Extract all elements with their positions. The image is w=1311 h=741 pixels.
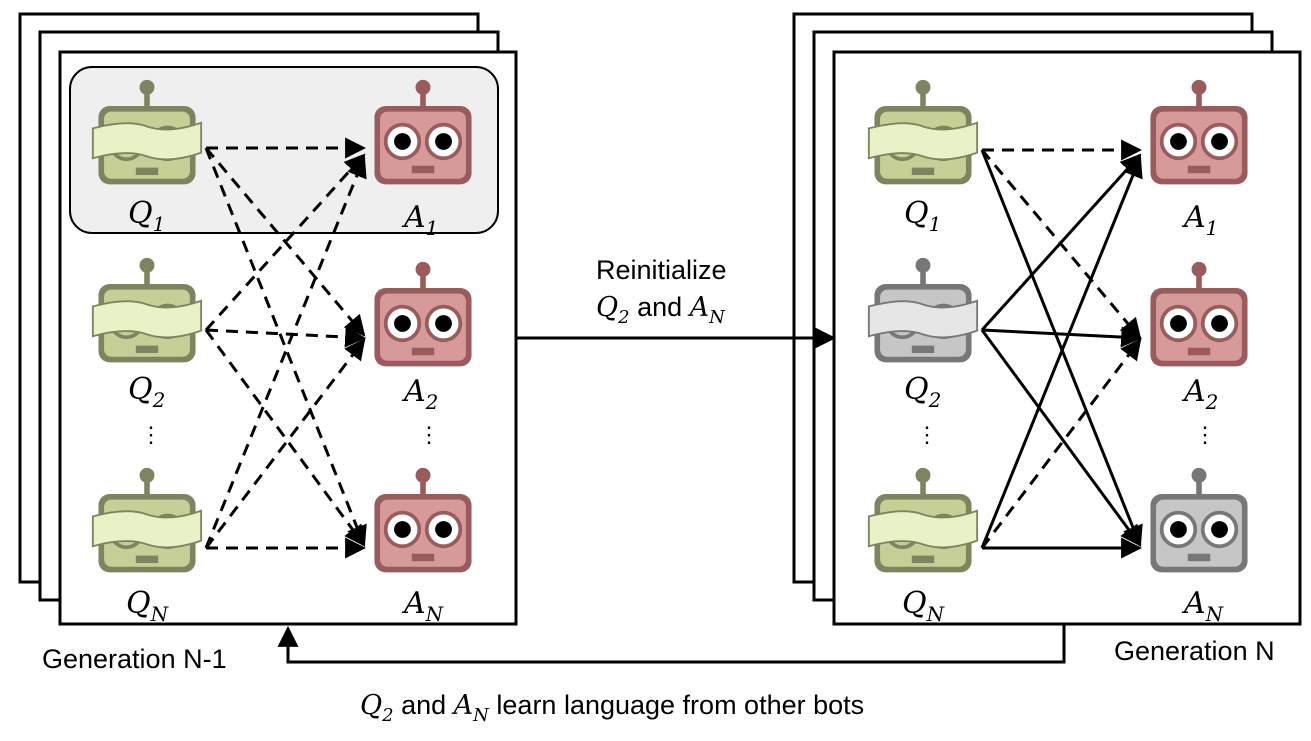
left-a1-label: A1 xyxy=(404,200,439,240)
left-a2-label: A2 xyxy=(404,374,439,414)
left-qn-label: QN xyxy=(126,586,169,626)
generation-left-title: Generation N-1 xyxy=(42,644,227,674)
generation-right-title: Generation N xyxy=(1114,636,1275,666)
right-qn-label: QN xyxy=(902,586,945,626)
feedback-arrow xyxy=(277,624,1066,664)
left-q-ellipsis: ⋮ xyxy=(140,422,162,447)
right-a-ellipsis: ⋮ xyxy=(1194,422,1216,447)
left-q1-label: Q1 xyxy=(128,196,166,236)
bottom-caption: Q2 and AN learn language from other bots xyxy=(360,690,865,726)
left-q2-label: Q2 xyxy=(128,372,166,412)
right-q1-label: Q1 xyxy=(904,196,942,236)
right-q-ellipsis: ⋮ xyxy=(916,422,938,447)
right-connections-solid xyxy=(980,149,1143,559)
reinitialize-target-label: Q2 and AN xyxy=(596,292,725,328)
right-a2-label: A2 xyxy=(1184,374,1219,414)
reinitialize-label: Reinitialize xyxy=(596,255,727,285)
right-q2-label: Q2 xyxy=(904,372,942,412)
left-connections xyxy=(204,137,367,559)
left-a-ellipsis: ⋮ xyxy=(418,422,440,447)
right-an-label: AN xyxy=(1184,586,1224,626)
right-a1-label: A1 xyxy=(1184,200,1219,240)
left-an-label: AN xyxy=(404,586,444,626)
